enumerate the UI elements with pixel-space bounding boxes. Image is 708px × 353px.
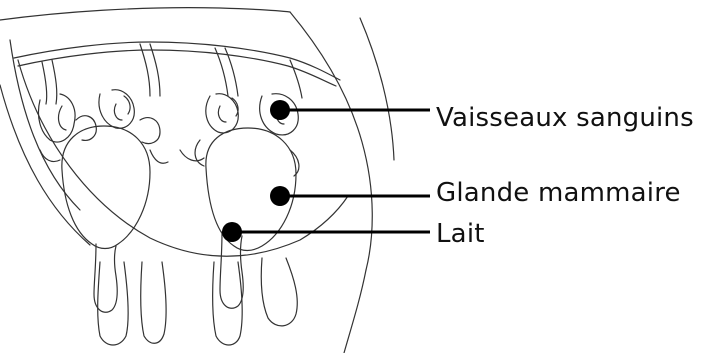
left-quarter [38,90,168,345]
label-milk: Lait [436,219,485,249]
marker-dot-milk [222,222,242,242]
left-outer-teat [98,262,128,345]
right-inner-teat [261,258,297,326]
label-mammary-gland: Glande mammaire [436,178,681,208]
marker-dot-vessels [270,100,290,120]
right-quarter [180,94,299,345]
marker-dot-gland [270,186,290,206]
left-inner-teat [141,262,166,343]
right-outer-teat [213,262,242,345]
udder-skin-outline [0,8,394,353]
right-teat-canal [220,232,243,308]
label-blood-vessels: Vaisseaux sanguins [436,103,694,133]
